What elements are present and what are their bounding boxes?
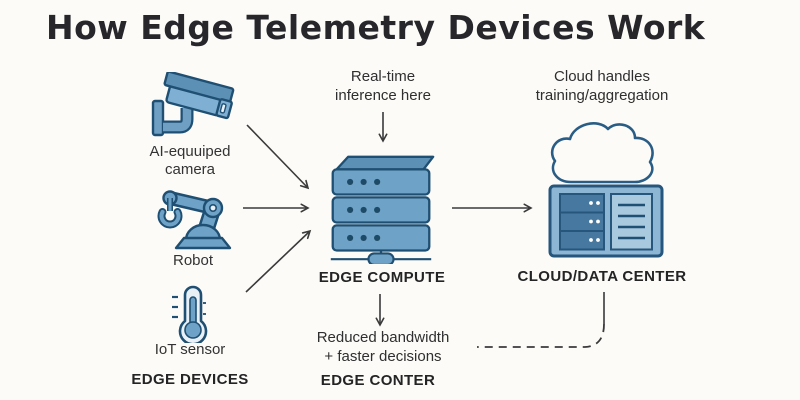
device-label-robot: Robot	[172, 252, 214, 269]
cctv-camera-icon	[151, 72, 235, 137]
device-label-camera: AI-equuiped camera	[149, 143, 231, 178]
robot-arm-icon	[157, 190, 232, 250]
cloud-icon	[550, 122, 654, 184]
node-label-cloud-data-center: CLOUD/DATA CENTER	[517, 268, 687, 285]
server-rack-icon	[548, 184, 664, 258]
thermometer-icon	[172, 285, 208, 343]
server-stack-icon	[330, 155, 435, 264]
annotation-realtime-inference: Real-time inference here	[335, 68, 431, 104]
annotation-cloud-handles: Cloud handles training/aggregation	[535, 68, 669, 104]
device-label-iot-sensor: IoT sensor	[154, 341, 226, 358]
section-label-edge-conter: EDGE CONTER	[320, 372, 436, 389]
arrow-sensor-to-edge	[245, 229, 312, 293]
arrow-camera-to-edge	[246, 124, 310, 190]
node-label-edge-compute: EDGE COMPUTE	[318, 269, 446, 286]
annotation-reduced-bandwidth: Reduced bandwidth + faster decisions	[316, 329, 450, 365]
section-label-edge-devices: EDGE DEVICES	[131, 371, 249, 388]
feedback-line-dashed	[477, 323, 605, 348]
page-title: How Edge Telemetry Devices Work	[46, 8, 706, 47]
